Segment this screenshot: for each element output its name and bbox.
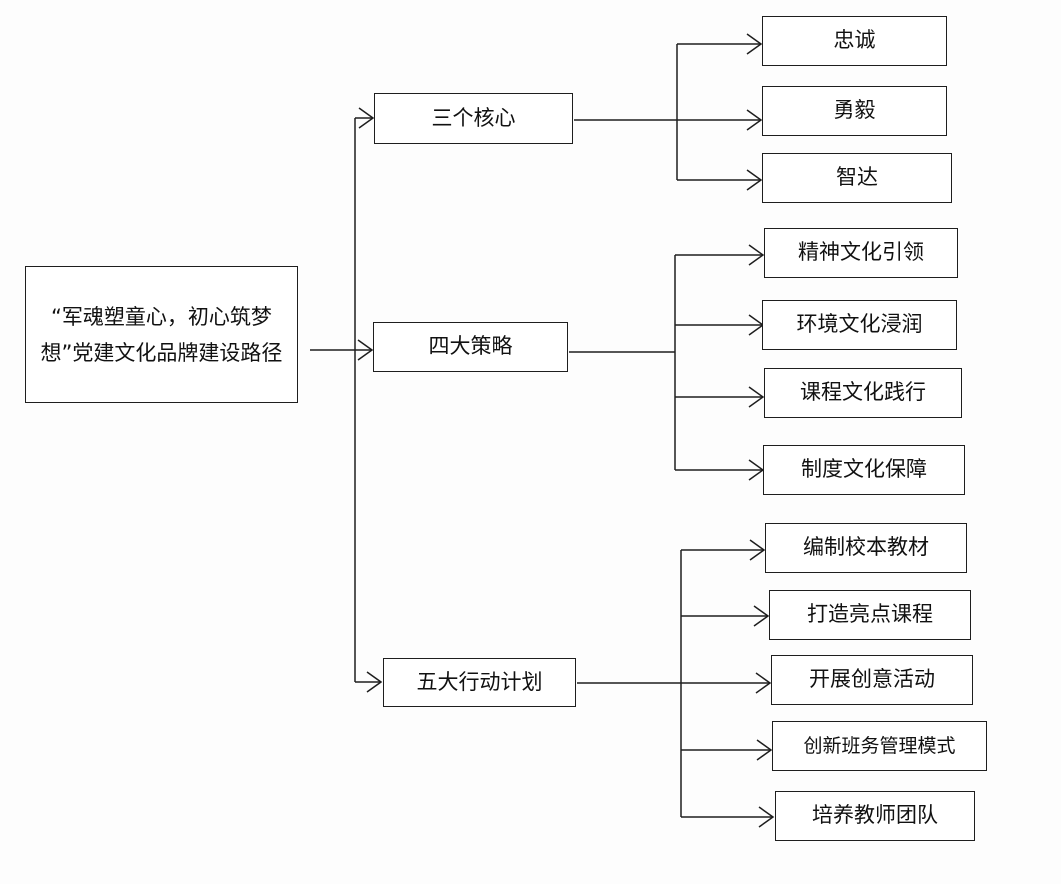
leaf-node-label: 勇毅	[833, 98, 876, 123]
branch-node-label: 三个核心	[431, 105, 516, 130]
leaf-node: 忠诚	[762, 16, 947, 66]
trunk-branch-3-arrow	[366, 671, 383, 693]
branch-node-strategy: 四大策略	[373, 322, 568, 372]
leaf-node-label: 智达	[836, 165, 878, 190]
group2-leaf-1-arrow	[748, 244, 765, 266]
branch-node-label: 五大行动计划	[416, 669, 543, 694]
branch-node-core: 三个核心	[374, 93, 573, 144]
leaf-node-label: 环境文化浸润	[796, 312, 923, 337]
leaf-node-label: 创新班务管理模式	[803, 734, 956, 757]
leaf-node-label: 制度文化保障	[801, 457, 927, 482]
leaf-node: 精神文化引领	[764, 228, 958, 278]
leaf-node-label: 编制校本教材	[803, 535, 929, 560]
leaf-node: 勇毅	[762, 86, 947, 136]
group1-leaf-1-arrow	[746, 33, 763, 55]
leaf-node: 编制校本教材	[765, 523, 967, 573]
root-node-label: “军魂塑童心，初心筑梦想”党建文化品牌建设路径	[40, 304, 283, 365]
leaf-node: 开展创意活动	[771, 655, 973, 705]
group3-leaf-2-arrow	[753, 605, 770, 627]
group3-leaf-1-arrow	[749, 539, 766, 561]
group1-leaf-2-arrow	[746, 109, 763, 131]
group3-link-arrow	[755, 672, 772, 694]
leaf-node: 环境文化浸润	[762, 300, 957, 350]
root-link-arrow	[357, 339, 374, 361]
group1-leaf-3-arrow	[746, 169, 763, 191]
leaf-node-label: 课程文化践行	[800, 380, 926, 405]
root-node: “军魂塑童心，初心筑梦想”党建文化品牌建设路径	[25, 266, 298, 403]
trunk-branch-1-arrow	[358, 107, 375, 129]
branch-node-action: 五大行动计划	[383, 658, 576, 707]
leaf-node: 课程文化践行	[764, 368, 962, 418]
leaf-node: 打造亮点课程	[769, 590, 971, 640]
leaf-node-label: 精神文化引领	[798, 240, 924, 265]
branch-node-label: 四大策略	[428, 334, 513, 359]
leaf-node-label: 忠诚	[833, 28, 876, 53]
leaf-node-label: 打造亮点课程	[807, 602, 933, 627]
group3-leaf-4-arrow	[756, 739, 773, 761]
leaf-node: 制度文化保障	[763, 445, 965, 495]
leaf-node: 创新班务管理模式	[772, 721, 987, 771]
group2-leaf-3-arrow	[748, 386, 765, 408]
leaf-node: 培养教师团队	[775, 791, 975, 841]
group3-leaf-5-arrow	[758, 806, 775, 828]
leaf-node: 智达	[762, 153, 952, 203]
leaf-node-label: 培养教师团队	[812, 803, 938, 828]
leaf-node-label: 开展创意活动	[809, 667, 935, 692]
